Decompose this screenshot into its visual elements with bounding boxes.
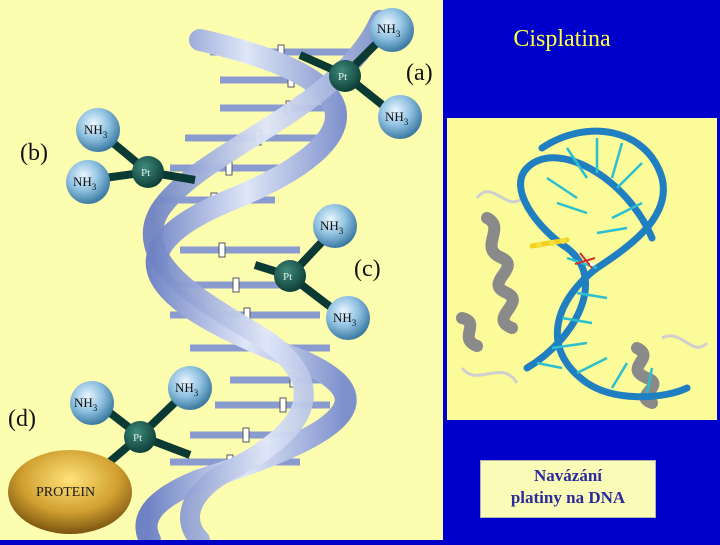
caption-line-2: platiny na DNA	[510, 488, 626, 507]
caption-box: Navázání platiny na DNA	[480, 460, 656, 518]
cisplatin-crosslink	[529, 237, 596, 269]
pt-atom	[132, 156, 164, 188]
nh3-ligand-ball	[66, 160, 110, 204]
nh3-ligand-ball	[76, 108, 120, 152]
label-b: (b)	[20, 140, 48, 166]
dna-protein-structure-image	[447, 118, 717, 420]
protein-label: PROTEIN	[36, 485, 95, 500]
dna-helix-diagram: NH3 NH3 Pt (a) NH3 NH3 Pt (b)	[8, 8, 433, 545]
nh3-label: NH3	[175, 380, 199, 398]
nh3-label: NH3	[320, 218, 344, 236]
pt-label: Pt	[283, 271, 292, 283]
nh3-ligand-ball	[313, 204, 357, 248]
nh3-label: NH3	[73, 174, 97, 192]
dna-bases	[536, 138, 654, 394]
label-c: (c)	[354, 256, 381, 282]
label-d: (d)	[8, 406, 36, 432]
pt-label: Pt	[141, 167, 150, 179]
protein-blob	[8, 450, 132, 534]
cisplatin-adduct-b	[66, 108, 196, 204]
nh3-label: NH3	[385, 109, 409, 127]
cisplatin-adduct-d	[8, 366, 212, 534]
pt-atom	[124, 421, 156, 453]
caption-line-1: Navázání	[534, 466, 602, 485]
nh3-label: NH3	[84, 122, 108, 140]
dna-backbone	[517, 127, 691, 401]
dna-helix-diagram-panel: NH3 NH3 Pt (a) NH3 NH3 Pt (b)	[0, 0, 443, 545]
pt-label: Pt	[338, 71, 347, 83]
dna-strand-2	[143, 10, 390, 545]
cisplatin-adduct-a	[298, 8, 422, 139]
pt-label: Pt	[133, 432, 142, 444]
label-a: (a)	[406, 60, 433, 86]
nh3-ligand-ball	[326, 296, 370, 340]
pt-atom	[274, 260, 306, 292]
nh3-ligand-ball	[378, 95, 422, 139]
pt-atom	[329, 60, 361, 92]
nh3-ligand-ball	[370, 8, 414, 52]
slide-title: Cisplatina	[513, 26, 611, 52]
cisplatin-adduct-c	[253, 204, 370, 340]
nh3-label: NH3	[74, 395, 98, 413]
nh3-ligand-ball	[168, 366, 212, 410]
nh3-label: NH3	[333, 310, 357, 328]
structure-render	[456, 127, 709, 409]
nh3-label: NH3	[377, 21, 401, 39]
nh3-ligand-ball	[70, 381, 114, 425]
